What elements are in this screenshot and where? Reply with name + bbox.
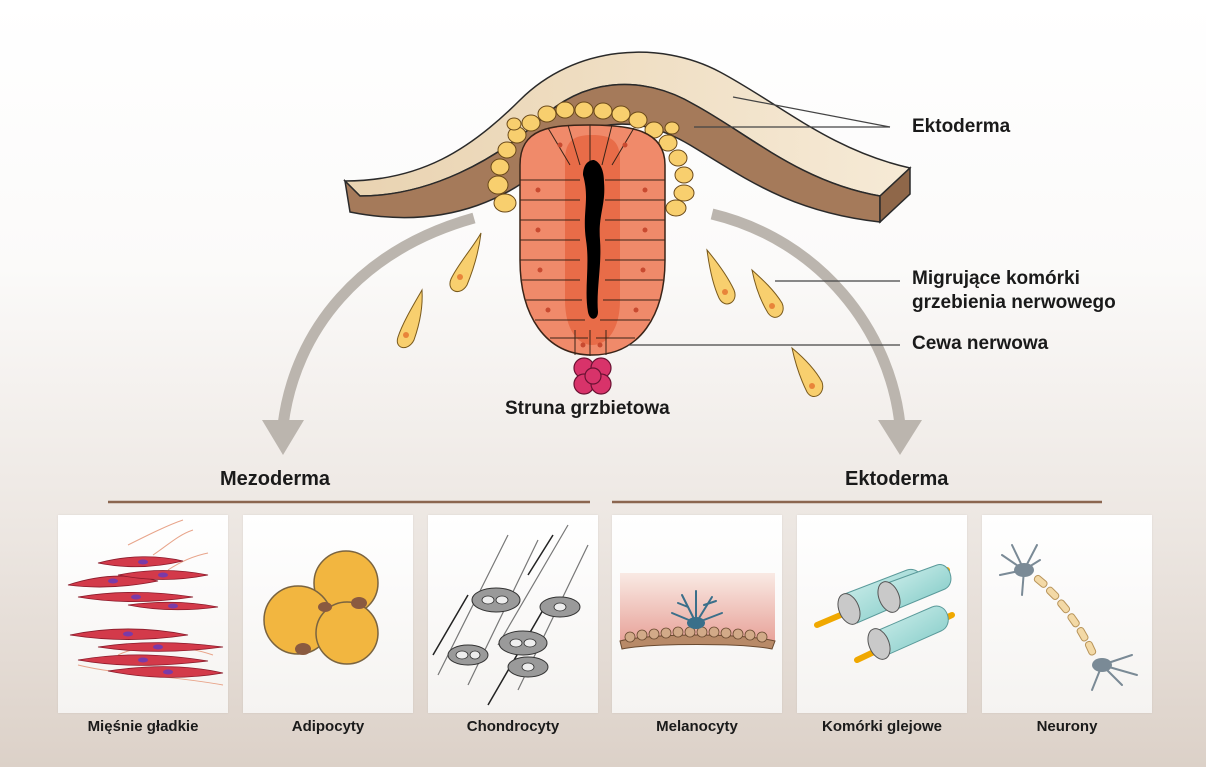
glial-cells-icon [797,515,967,713]
ectoderm-heading: Ektoderma [845,468,948,491]
smooth-muscle-cells-icon [58,515,228,713]
panel-adipocytes [243,515,413,713]
neural-tube-label: Cewa nerwowa [912,333,1048,355]
caption-adipocytes: Adipocyty [240,718,416,735]
panel-chondrocytes [428,515,598,713]
neuron-icon [982,515,1152,713]
panel-neurons [982,515,1152,713]
caption-chondrocytes: Chondrocyty [425,718,601,735]
caption-glial-cells: Komórki glejowe [794,718,970,735]
caption-melanocytes: Melanocyty [609,718,785,735]
melanocyte-icon [612,515,782,713]
neural-tube [520,125,665,356]
caption-neurons: Neurony [979,718,1155,735]
panel-melanocytes [612,515,782,713]
adipocytes-icon [243,515,413,713]
mesoderm-heading: Mezoderma [220,468,330,491]
notochord [574,358,611,394]
ectoderm-label: Ektoderma [912,116,1010,138]
panel-glial-cells [797,515,967,713]
arrow-to-mesoderm [283,218,474,425]
panel-smooth-muscle [58,515,228,713]
neural-crest-label-line1: Migrujące komórki [912,268,1080,290]
arrow-to-ectoderm [712,214,900,425]
chondrocytes-icon [428,515,598,713]
neural-crest-label-line2: grzebienia nerwowego [912,292,1116,314]
notochord-label: Struna grzbietowa [505,398,670,420]
caption-smooth-muscle: Mięśnie gładkie [55,718,231,735]
